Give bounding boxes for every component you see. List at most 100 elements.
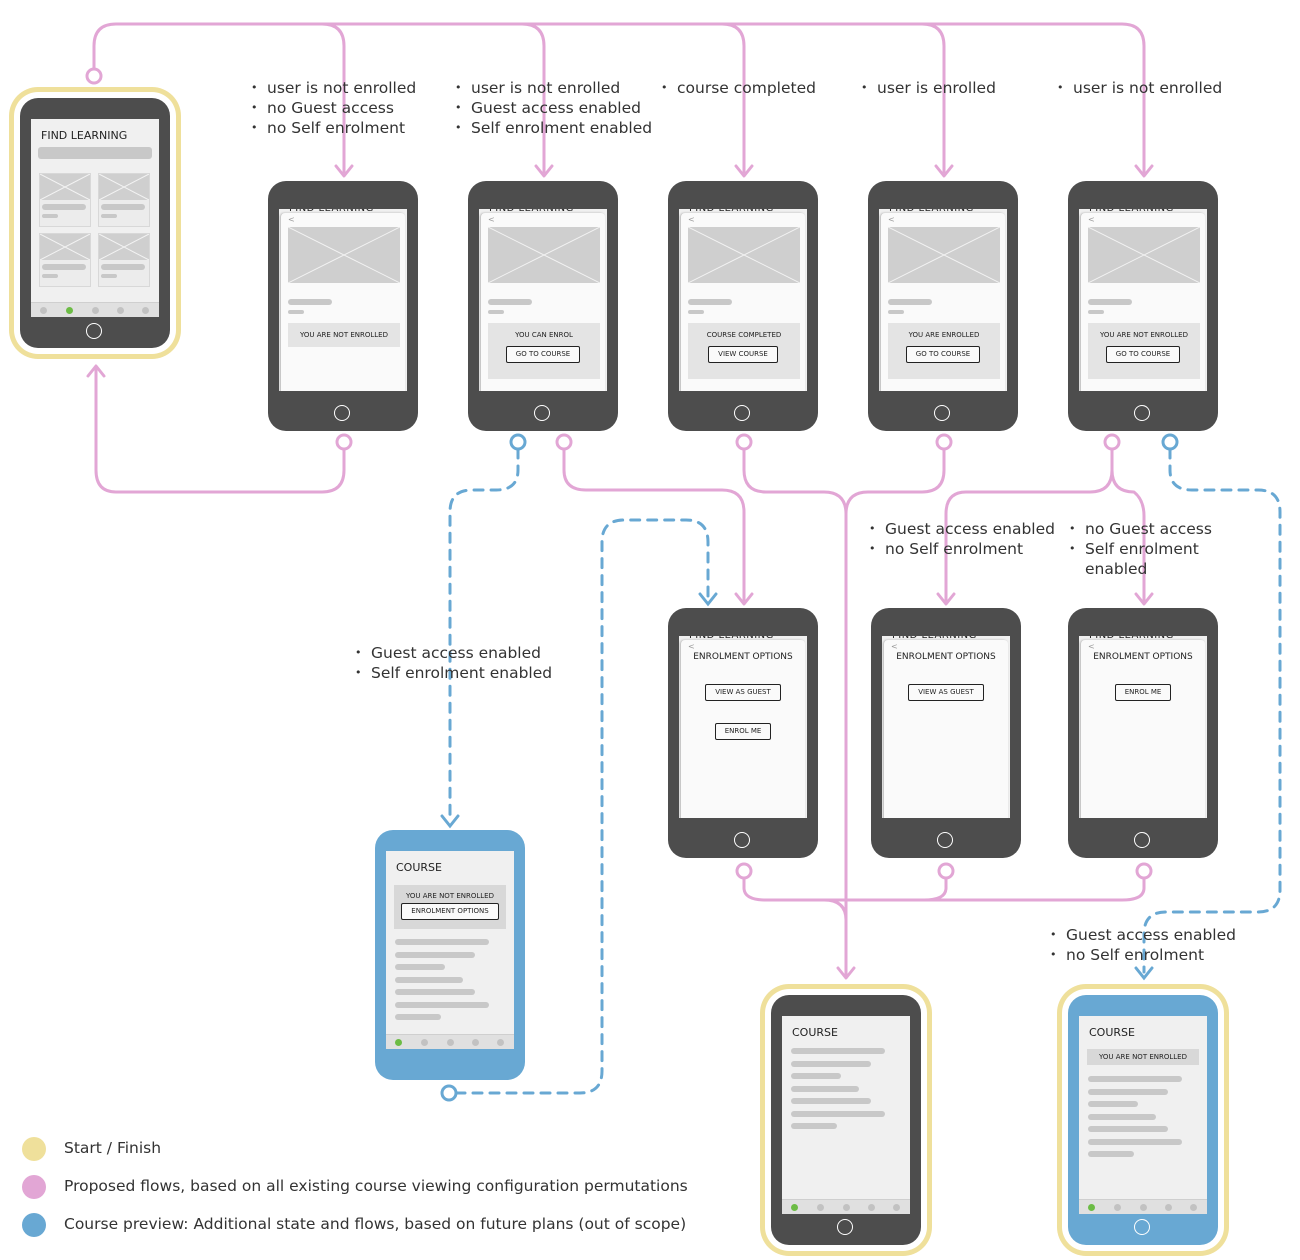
options-title: ENROLMENT OPTIONS: [693, 652, 793, 662]
course-overlay: < YOU ARE ENROLLED GO TO COURSE: [881, 213, 1005, 391]
options-title: ENROLMENT OPTIONS: [1093, 652, 1193, 662]
thumbnail: [98, 173, 150, 227]
go-to-course-button[interactable]: GO TO COURSE: [906, 346, 980, 363]
flow-preview-options: [454, 518, 710, 1095]
options-overlay: < ENROLMENT OPTIONS ENROL ME: [1081, 640, 1205, 818]
phone-course-guest: COURSE YOU ARE NOT ENROLLED: [1068, 995, 1218, 1245]
back-icon: <: [688, 642, 695, 651]
flow-preview-guest-course: [1142, 447, 1282, 974]
home-button: [1134, 1219, 1150, 1235]
course-image: [287, 226, 401, 284]
flow-options-course: [742, 876, 1146, 902]
back-icon: <: [891, 642, 898, 651]
flow-top-to-phone1: [320, 22, 346, 174]
screen-title: FIND LEARNING: [41, 129, 128, 142]
condition-guest-no-self: Guest access enabled no Self enrolment: [869, 519, 1055, 559]
phone-not-enrolled-no-access: FIND LEARNING < YOU ARE NOT ENROLLED: [268, 181, 418, 431]
enrolment-status: YOU ARE ENROLLED GO TO COURSE: [888, 323, 1000, 379]
phone-options-guest-only: FIND LEARNING < ENROLMENT OPTIONS VIEW A…: [871, 608, 1021, 858]
flow-top-to-phone3: [720, 22, 746, 174]
thumbnail: [39, 173, 91, 227]
flow-top-bus: [92, 22, 1146, 174]
phone-course: COURSE: [771, 995, 921, 1245]
condition-preview-guest-no-self: Guest access enabled no Self enrolment: [1050, 925, 1236, 965]
flow-top-to-phone4: [920, 22, 946, 174]
flow-phone5-split: [944, 447, 1114, 602]
phone-find-learning: FIND LEARNING: [20, 98, 170, 348]
back-icon: <: [288, 215, 295, 224]
tab-bar: [1079, 1199, 1207, 1214]
tab-bar: [31, 302, 159, 317]
condition-not-enrolled-guest-self: user is not enrolled Guest access enable…: [455, 78, 652, 138]
thumbnail: [98, 233, 150, 287]
enrol-me-button[interactable]: ENROL ME: [1115, 684, 1171, 701]
thumbnail: [39, 233, 91, 287]
home-button: [534, 405, 550, 421]
screen-find-learning: FIND LEARNING: [31, 119, 159, 317]
go-to-course-button[interactable]: GO TO COURSE: [1106, 346, 1180, 363]
phone-enrolled: FIND LEARNING < YOU ARE ENROLLED GO TO C…: [868, 181, 1018, 431]
enrolment-options-button[interactable]: ENROLMENT OPTIONS: [401, 903, 499, 920]
flow-phone3-course: [742, 447, 848, 978]
phone-options-self-only: FIND LEARNING < ENROLMENT OPTIONS ENROL …: [1068, 608, 1218, 858]
course-image: [487, 226, 601, 284]
back-icon: <: [688, 215, 695, 224]
view-as-guest-button[interactable]: VIEW AS GUEST: [705, 684, 781, 701]
course-image: [887, 226, 1001, 284]
tab-bar: [386, 1034, 514, 1049]
screen-title: COURSE: [792, 1026, 838, 1039]
flow-phone4-course: [844, 447, 946, 516]
course-overlay: < YOU CAN ENROL GO TO COURSE: [481, 213, 605, 391]
phone-options-guest-and-self: FIND LEARNING < ENROLMENT OPTIONS VIEW A…: [668, 608, 818, 858]
course-overlay: < COURSE COMPLETED VIEW COURSE: [681, 213, 805, 391]
course-image: [1087, 226, 1201, 284]
flow-top-to-phone2: [520, 22, 546, 174]
back-icon: <: [488, 215, 495, 224]
view-course-button[interactable]: VIEW COURSE: [708, 346, 778, 363]
flow-preview-guest: [448, 447, 520, 822]
enrolment-status: YOU ARE NOT ENROLLED GO TO COURSE: [1088, 323, 1200, 379]
condition-not-enrolled: user is not enrolled: [1057, 78, 1222, 98]
home-button: [734, 405, 750, 421]
condition-course-completed: course completed: [661, 78, 816, 98]
options-title: ENROLMENT OPTIONS: [896, 652, 996, 662]
home-button: [937, 832, 953, 848]
search-bar: [38, 147, 152, 159]
condition-enrolled: user is enrolled: [861, 78, 996, 98]
phone-course-preview: COURSE YOU ARE NOT ENROLLED ENROLMENT OP…: [375, 830, 525, 1080]
home-button: [837, 1219, 853, 1235]
phone-can-enrol: FIND LEARNING < YOU CAN ENROL GO TO COUR…: [468, 181, 618, 431]
back-icon: <: [1088, 642, 1095, 651]
flow-phone1-back: [94, 366, 346, 494]
enrolment-status: YOU ARE NOT ENROLLED: [1087, 1049, 1199, 1065]
condition-not-enrolled-no-access: user is not enrolled no Guest access no …: [251, 78, 416, 138]
legend-swatch: [22, 1175, 46, 1199]
home-button: [734, 832, 750, 848]
enrolment-status: YOU CAN ENROL GO TO COURSE: [488, 323, 600, 379]
phone-not-enrolled-options: FIND LEARNING < YOU ARE NOT ENROLLED GO …: [1068, 181, 1218, 431]
screen-title: COURSE: [1089, 1026, 1135, 1039]
go-to-course-button[interactable]: GO TO COURSE: [506, 346, 580, 363]
options-overlay: < ENROLMENT OPTIONS VIEW AS GUEST ENROL …: [681, 640, 805, 818]
view-as-guest-button[interactable]: VIEW AS GUEST: [908, 684, 984, 701]
enrol-me-button[interactable]: ENROL ME: [715, 723, 771, 740]
back-icon: <: [1088, 215, 1095, 224]
screen-title: COURSE: [396, 861, 442, 874]
enrolment-status: YOU ARE NOT ENROLLED: [288, 323, 400, 347]
options-overlay: < ENROLMENT OPTIONS VIEW AS GUEST: [884, 640, 1008, 818]
condition-preview-guest-self: Guest access enabled Self enrolment enab…: [355, 643, 552, 683]
enrolment-status: YOU ARE NOT ENROLLED ENROLMENT OPTIONS: [394, 885, 506, 929]
home-button: [86, 323, 102, 339]
back-icon: <: [888, 215, 895, 224]
course-image: [687, 226, 801, 284]
enrolment-status: COURSE COMPLETED VIEW COURSE: [688, 323, 800, 379]
home-button: [334, 405, 350, 421]
legend-swatch: [22, 1213, 46, 1237]
flow-phone2-options: [562, 447, 746, 602]
home-button: [1134, 832, 1150, 848]
condition-self-no-guest: no Guest access Self enrolment enabled: [1069, 519, 1212, 579]
home-button: [1134, 405, 1150, 421]
home-button: [934, 405, 950, 421]
legend-swatch: [22, 1137, 46, 1161]
